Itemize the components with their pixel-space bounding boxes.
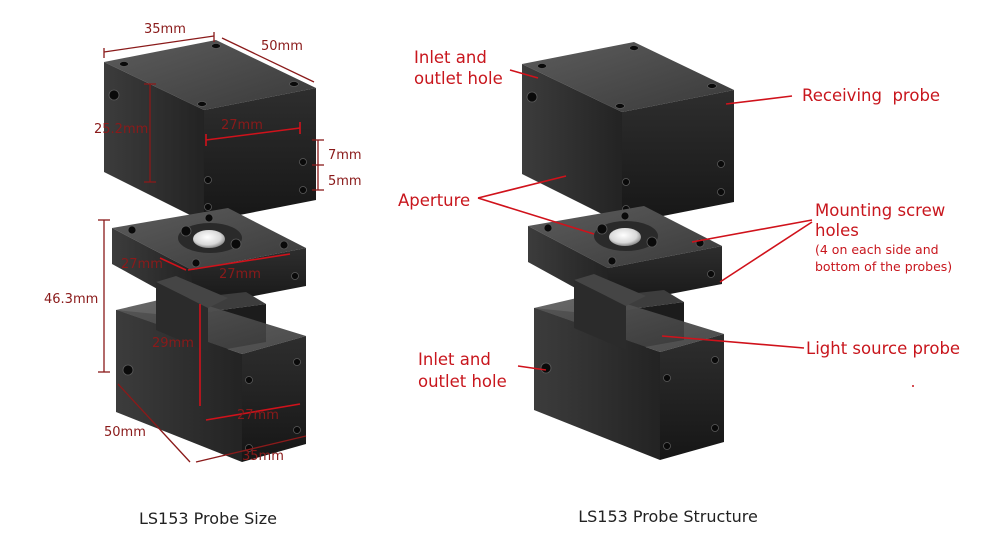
- dim-total-height: 46.3mm: [44, 292, 98, 307]
- dim-mid-width-a: 27mm: [121, 257, 163, 272]
- label-mounting-line1: Mounting screw: [815, 201, 945, 220]
- label-aperture: Aperture: [398, 191, 470, 210]
- label-inlet-bottom-line1: Inlet and: [418, 350, 491, 369]
- dim-lower-hole-vertical: 29mm: [152, 336, 194, 351]
- stray-dot: [912, 385, 914, 387]
- right-caption: LS153 Probe Structure: [578, 507, 758, 526]
- label-mounting-note-line1: (4 on each side and: [815, 242, 939, 257]
- label-light-source-probe: Light source probe: [806, 339, 960, 358]
- label-inlet-top-line1: Inlet and: [414, 48, 487, 67]
- dim-top-width: 35mm: [144, 22, 186, 37]
- dim-top-hole-spacing: 27mm: [221, 118, 263, 133]
- right-probe-structure-figure: Inlet and outlet hole Receiving probe Ap…: [398, 41, 960, 526]
- dim-mid-width-b: 27mm: [219, 267, 261, 282]
- left-caption: LS153 Probe Size: [139, 509, 277, 528]
- dim-hole-offset-top: 7mm: [328, 148, 362, 163]
- label-inlet-bottom-line2: outlet hole: [418, 372, 507, 391]
- label-mounting-line2: holes: [815, 221, 859, 240]
- dim-bottom-depth: 50mm: [104, 425, 146, 440]
- right-light-source-probe-image: [533, 273, 725, 461]
- dim-bottom-width: 35mm: [242, 449, 284, 464]
- label-receiving-probe: Receiving probe: [802, 86, 940, 105]
- label-mounting-note-line2: bottom of the probes): [815, 259, 952, 274]
- dim-top-depth: 50mm: [261, 39, 303, 54]
- dim-top-height: 25.2mm: [94, 122, 148, 137]
- dim-hole-offset-bottom: 5mm: [328, 174, 362, 189]
- label-inlet-top-line2: outlet hole: [414, 69, 503, 88]
- dim-lower-hole-spacing: 27mm: [237, 408, 279, 423]
- left-probe-size-figure: 35mm 50mm 25.2mm 27mm 7mm 5mm 27mm 27mm …: [44, 22, 362, 528]
- right-receiving-probe-image: [521, 41, 735, 225]
